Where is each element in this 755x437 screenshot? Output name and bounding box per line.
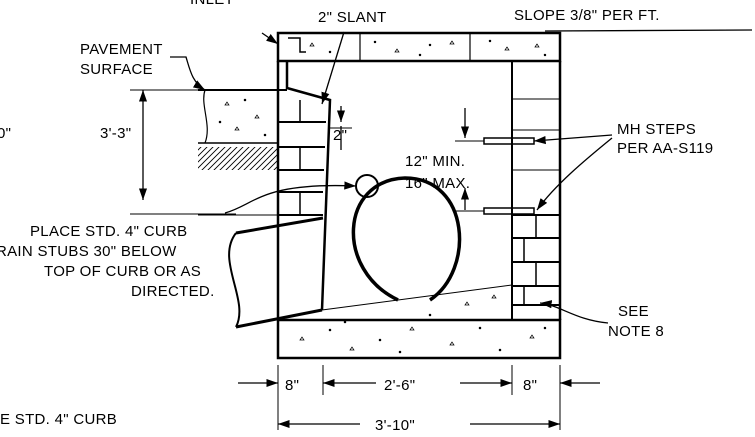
pavement-label-1: PAVEMENT: [80, 41, 163, 58]
slant-label: 2" SLANT: [318, 9, 387, 26]
curb-label-2: RAIN STUBS 30" BELOW: [0, 243, 177, 260]
dim-3-10-label: 3'-10": [375, 417, 415, 434]
bottom-slab: [276, 284, 562, 360]
see-label-2: NOTE 8: [608, 323, 664, 340]
dim-3-3-label: 3'-3": [100, 125, 131, 142]
mh-steps-label-2: PER AA-S119: [617, 140, 713, 157]
top-slab: [276, 31, 562, 63]
min-label: 12" MIN.: [405, 153, 465, 170]
curb-label-4: DIRECTED.: [131, 283, 215, 300]
outlet-pipe: [351, 176, 462, 302]
left-clipped-label: 0": [0, 125, 11, 142]
curb-label-1: PLACE STD. 4" CURB: [30, 223, 187, 240]
see-label-1: SEE: [618, 303, 649, 320]
leaders: [130, 29, 753, 430]
mh-steps: [483, 137, 535, 215]
dim-8-right-label: 8": [523, 377, 537, 394]
max-label: 16" MAX.: [405, 175, 470, 192]
mh-steps-label-1: MH STEPS: [617, 121, 696, 138]
bottom-clipped-label: E STD. 4" CURB: [0, 411, 117, 428]
dim-2-6-label: 2'-6": [384, 377, 415, 394]
curb-label-3: TOP OF CURB OR AS: [44, 263, 201, 280]
dim-2-label: 2": [333, 127, 347, 144]
inlet-pipe: [228, 216, 324, 329]
dim-8-left-label: 8": [285, 377, 299, 394]
pavement-label-2: SURFACE: [80, 61, 153, 78]
top-clipped-label: INLET: [190, 0, 234, 8]
inlet-walls: [276, 61, 562, 320]
slope-label: SLOPE 3/8" PER FT.: [514, 7, 660, 24]
pavement: [198, 89, 287, 216]
